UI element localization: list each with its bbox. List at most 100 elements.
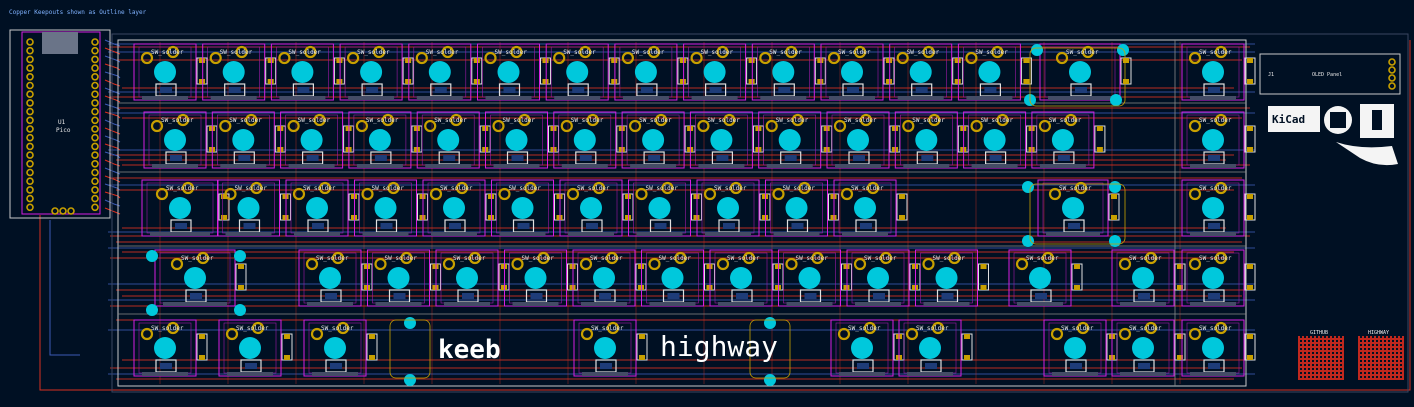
mcu-pad-right — [91, 81, 99, 90]
switch-label: SW_solder — [1199, 255, 1232, 262]
switch-label: SW_solder — [571, 117, 604, 124]
diode-pad — [980, 264, 987, 269]
switch-silk-ref — [163, 302, 227, 306]
switch-footprint: SW_solder — [778, 249, 852, 307]
mcu-pad-right — [91, 142, 99, 151]
switch-center-hole — [1029, 267, 1051, 289]
switch-silk-ref — [581, 302, 627, 306]
oled-pad — [1388, 74, 1396, 82]
switch-center-hole — [778, 129, 801, 151]
switch-pad — [209, 51, 222, 65]
switch-pad — [840, 187, 854, 201]
switch-pad — [1188, 327, 1202, 341]
diode-pad — [1247, 79, 1253, 84]
switch-label: SW_solder — [298, 117, 331, 124]
stabilizer-hole — [764, 317, 776, 329]
switch-pad — [537, 251, 550, 265]
switch-pad — [905, 327, 919, 341]
switch-pad — [176, 113, 190, 127]
switch-pad — [1188, 257, 1202, 271]
led-pad — [443, 155, 456, 161]
switch-pad — [498, 187, 511, 201]
switch-pad — [450, 113, 463, 127]
switch-pad — [1214, 113, 1228, 127]
diode-pad — [1096, 147, 1103, 152]
oshw-logo-inner — [1330, 112, 1346, 128]
stabilizer-hole — [404, 374, 416, 386]
switch-pad — [484, 51, 497, 65]
led-pad — [709, 87, 722, 93]
switch-footprint: SW_solder — [614, 43, 689, 101]
switch-pad — [1188, 51, 1202, 65]
switch-pad — [579, 257, 593, 271]
switch-pad — [661, 181, 674, 195]
switch-pad — [592, 181, 606, 195]
diode-pad — [1023, 79, 1030, 84]
diode-pad — [336, 79, 343, 84]
switch-label: SW_solder — [1061, 325, 1094, 332]
switch-footprint: SW_solder — [202, 43, 277, 101]
switch-center-hole — [1132, 267, 1154, 289]
diode-pad — [980, 285, 987, 290]
switch-pad — [580, 327, 594, 341]
switch-pad — [1214, 251, 1228, 265]
switch-label: SW_solder — [151, 49, 184, 56]
switch-label: SW_solder — [844, 117, 877, 124]
diode-pad — [199, 58, 205, 63]
switch-center-hole — [154, 337, 176, 359]
led-pad — [434, 87, 447, 93]
switch-silk-ref — [1048, 96, 1112, 100]
diode-pad — [405, 79, 412, 84]
switch-label: SW_solder — [288, 49, 321, 56]
mcu-bus — [104, 135, 121, 143]
switch-silk-ref — [786, 302, 833, 306]
switch-footprint: SW_solder — [1181, 111, 1256, 169]
switch-center-hole — [730, 267, 752, 289]
swd-pad — [51, 207, 59, 215]
mcu-pad-right — [91, 168, 99, 177]
stab-outline — [749, 319, 791, 379]
switch-pad — [245, 113, 258, 127]
led-pad — [599, 293, 611, 299]
switch-label: SW_solder — [1129, 325, 1162, 332]
led-pad — [1070, 363, 1082, 369]
switch-silk-ref — [220, 164, 267, 168]
switch-label: SW_solder — [975, 49, 1008, 56]
diode-pad — [611, 79, 618, 84]
switch-label: SW_solder — [509, 185, 542, 192]
diode-pad — [369, 334, 375, 339]
mcu-ref: U1 — [58, 119, 66, 126]
led-pad — [804, 293, 817, 299]
switch-silk-ref — [1039, 164, 1086, 168]
switch-center-hole — [594, 337, 616, 359]
led-pad — [640, 87, 653, 93]
mcu-pad-right — [91, 151, 99, 159]
led-pad — [1138, 363, 1150, 369]
switch-silk-ref — [431, 232, 477, 236]
switch-pad — [996, 113, 1009, 127]
switch-label: SW_solder — [646, 185, 679, 192]
led-pad — [860, 223, 872, 229]
led-pad — [462, 293, 474, 299]
switch-silk-ref — [897, 96, 944, 100]
switch-silk-ref — [966, 96, 1013, 100]
switch-pad — [224, 187, 237, 201]
switch-center-hole — [919, 337, 941, 359]
switch-pad — [621, 51, 635, 65]
led-pad — [330, 363, 342, 369]
switch-pad — [729, 181, 743, 195]
switch-pad — [1081, 45, 1095, 59]
switch-center-hole — [222, 61, 245, 83]
mcu-pad-right — [91, 64, 99, 72]
switch-label: SW_solder — [229, 117, 262, 124]
mcu-pad-left — [26, 107, 34, 116]
switch-pad — [510, 45, 523, 59]
led-pad — [778, 87, 791, 93]
switch-pad — [922, 257, 935, 271]
switch-pad — [991, 45, 1004, 59]
switch-pad — [922, 45, 935, 59]
mcu-bus — [104, 95, 121, 103]
